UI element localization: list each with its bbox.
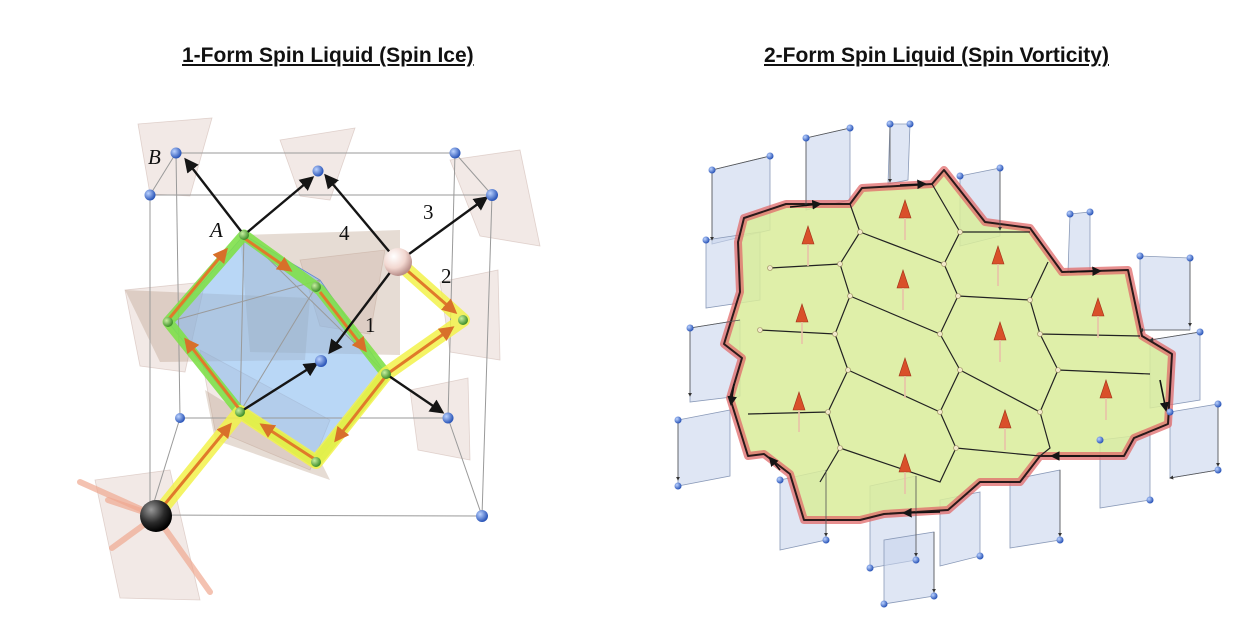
spin-cone-stems bbox=[798, 218, 1107, 494]
label-1: 1 bbox=[365, 313, 376, 337]
left-panel-title: 1-Form Spin Liquid (Spin Ice) bbox=[182, 44, 474, 67]
label-3: 3 bbox=[423, 200, 434, 224]
black-monopole bbox=[140, 500, 172, 532]
right-diagram-spin-vorticity bbox=[674, 120, 1222, 608]
label-4: 4 bbox=[339, 221, 350, 245]
label-B: B bbox=[148, 145, 161, 169]
spin-arrows bbox=[184, 157, 489, 414]
lattice-nodes bbox=[674, 120, 1222, 608]
lattice-edges bbox=[676, 124, 1220, 593]
membrane-surface bbox=[724, 170, 1172, 520]
white-monopole bbox=[384, 248, 412, 276]
right-panel-title: 2-Form Spin Liquid (Spin Vorticity) bbox=[764, 44, 1109, 67]
boundary-arrows bbox=[727, 179, 1170, 518]
loop-arrows bbox=[158, 236, 458, 511]
membrane-nodes bbox=[757, 229, 1061, 451]
lattice-sites bbox=[144, 147, 498, 522]
label-A: A bbox=[208, 218, 223, 242]
left-diagram-spin-ice: B A 1 2 3 4 bbox=[77, 117, 541, 601]
loop-vertices bbox=[163, 230, 468, 467]
honeycomb-edges bbox=[747, 183, 1151, 483]
label-2: 2 bbox=[441, 264, 452, 288]
spin-cones bbox=[792, 199, 1113, 473]
